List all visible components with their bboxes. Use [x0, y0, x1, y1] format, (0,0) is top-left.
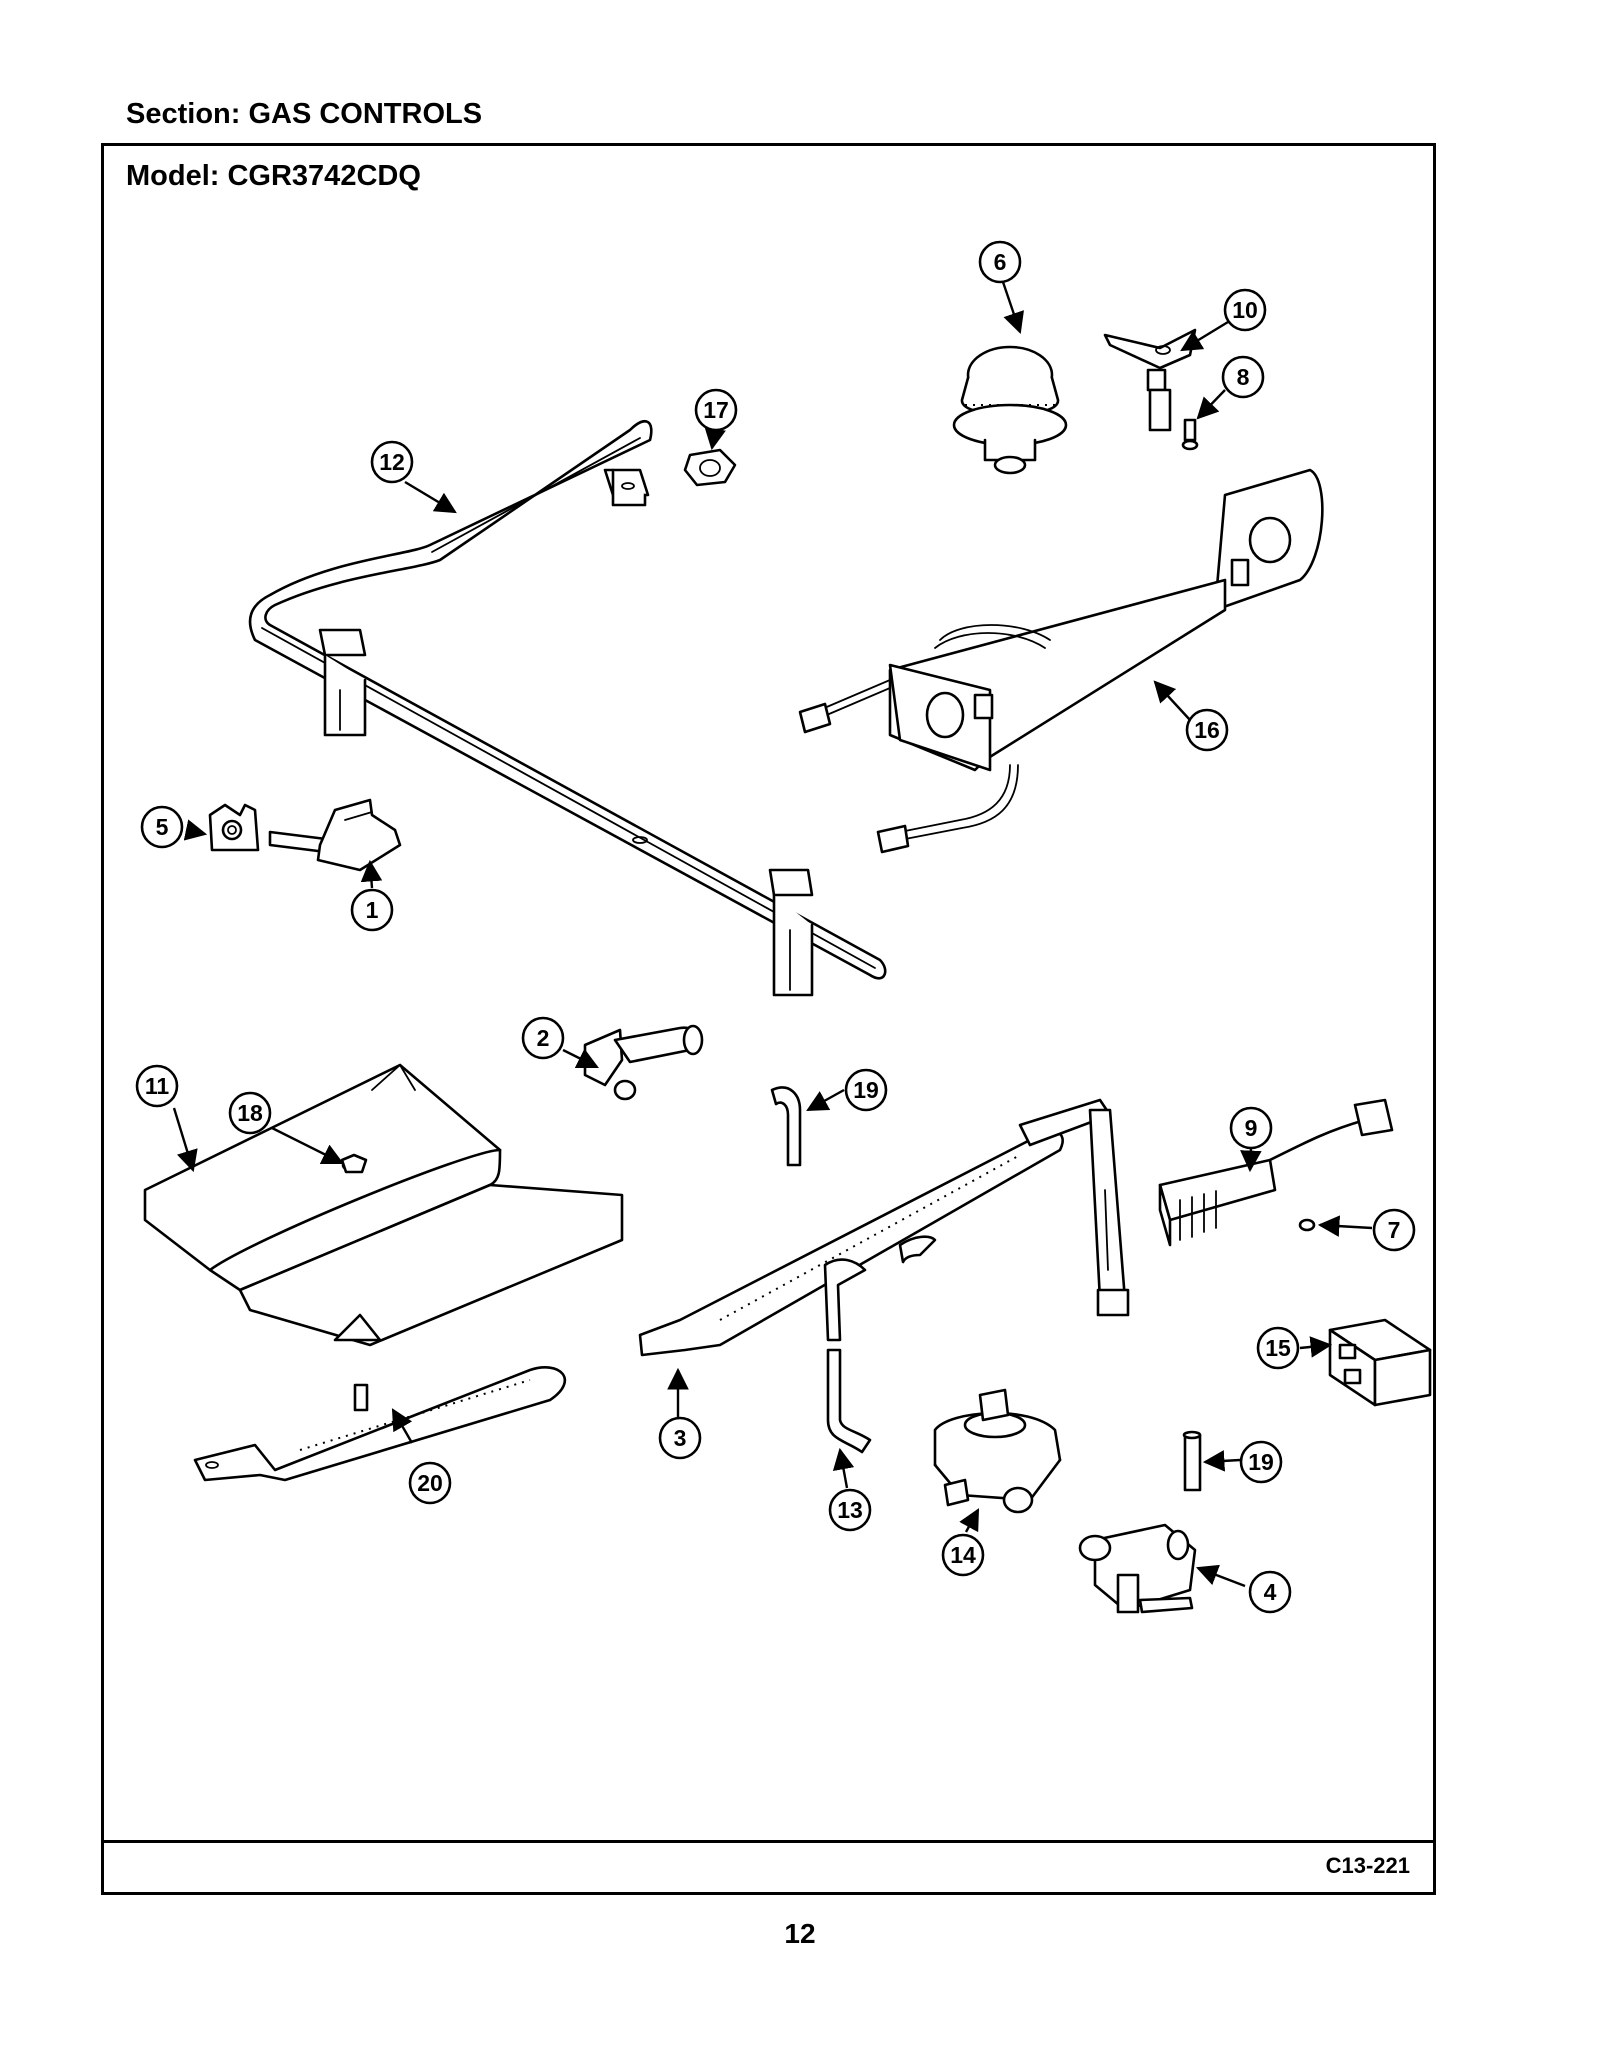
leader-lines — [172, 281, 1373, 1588]
svg-text:16: 16 — [1194, 717, 1220, 743]
part-16-oven-burner-bracket — [798, 468, 1324, 854]
callout-7: 7 — [1372, 1208, 1416, 1252]
part-19-tube-upper — [770, 1086, 802, 1167]
callout-18: 18 — [228, 1091, 272, 1135]
callout-11: 11 — [135, 1064, 179, 1108]
svg-text:17: 17 — [703, 397, 729, 423]
part-20-lower-burner — [193, 1366, 566, 1482]
part-10-bracket — [1103, 328, 1197, 392]
svg-text:6: 6 — [994, 249, 1007, 275]
part-19-tube-lower — [1182, 1430, 1202, 1492]
svg-text:20: 20 — [417, 1470, 443, 1496]
svg-text:19: 19 — [853, 1077, 879, 1103]
part-17-nut — [683, 448, 737, 487]
part-1-valve-handle — [268, 798, 402, 872]
callout-15: 15 — [1256, 1326, 1300, 1370]
part-8-electrode — [1148, 388, 1199, 451]
svg-text:18: 18 — [237, 1100, 263, 1126]
drawing-code: C13-221 — [1325, 1853, 1410, 1878]
part-7-screw — [1298, 1218, 1316, 1232]
svg-text:11: 11 — [145, 1073, 170, 1099]
callout-8: 8 — [1221, 355, 1265, 399]
part-14-pressure-regulator — [933, 1388, 1062, 1514]
part-11-heat-shield — [143, 1063, 624, 1347]
svg-text:2: 2 — [537, 1025, 550, 1051]
part-12-manifold-pipe — [248, 420, 887, 997]
svg-text:3: 3 — [674, 1425, 687, 1451]
callout-2: 2 — [521, 1016, 565, 1060]
svg-text:12: 12 — [379, 449, 405, 475]
part-3-manifold-tube — [638, 1098, 1130, 1357]
callout-1: 1 — [350, 888, 394, 932]
footer-divider — [101, 1840, 1436, 1843]
svg-text:4: 4 — [1264, 1579, 1277, 1605]
callout-13: 13 — [828, 1488, 872, 1532]
callout-16: 16 — [1185, 708, 1229, 752]
svg-text:5: 5 — [156, 814, 169, 840]
callout-19-upper: 19 — [844, 1068, 888, 1112]
svg-text:19: 19 — [1248, 1449, 1274, 1475]
callout-4: 4 — [1248, 1570, 1292, 1614]
part-13-bent-tube — [823, 1235, 937, 1454]
part-9-igniter — [1158, 1098, 1394, 1247]
part-18-wing-nut — [340, 1153, 368, 1174]
callout-3: 3 — [658, 1416, 702, 1460]
svg-text:13: 13 — [837, 1497, 863, 1523]
part-4-valve — [1078, 1523, 1197, 1614]
callout-6: 6 — [978, 240, 1022, 284]
part-15-spark-module — [1328, 1318, 1432, 1407]
callout-20: 20 — [408, 1461, 452, 1505]
callout-19-lower: 19 — [1239, 1440, 1283, 1484]
section-title: Section: GAS CONTROLS — [126, 98, 483, 130]
callout-10: 10 — [1223, 288, 1267, 332]
part-6-top-burner — [952, 345, 1068, 475]
diagram-frame — [101, 143, 1436, 1895]
svg-text:7: 7 — [1388, 1217, 1401, 1243]
model-title: Model: CGR3742CDQ — [126, 160, 421, 192]
callout-17: 17 — [694, 388, 738, 432]
callout-14: 14 — [941, 1533, 985, 1577]
callout-12: 12 — [370, 440, 414, 484]
callout-5: 5 — [140, 805, 184, 849]
svg-text:8: 8 — [1237, 364, 1250, 390]
part-5-clip — [208, 803, 260, 852]
callout-9: 9 — [1229, 1106, 1273, 1150]
page-number: 12 — [784, 1918, 816, 1949]
svg-text:10: 10 — [1232, 297, 1258, 323]
svg-text:15: 15 — [1265, 1335, 1291, 1361]
svg-text:9: 9 — [1245, 1115, 1258, 1141]
part-2-elbow-fitting — [583, 1024, 704, 1101]
svg-text:1: 1 — [366, 897, 379, 923]
svg-text:14: 14 — [950, 1542, 976, 1568]
